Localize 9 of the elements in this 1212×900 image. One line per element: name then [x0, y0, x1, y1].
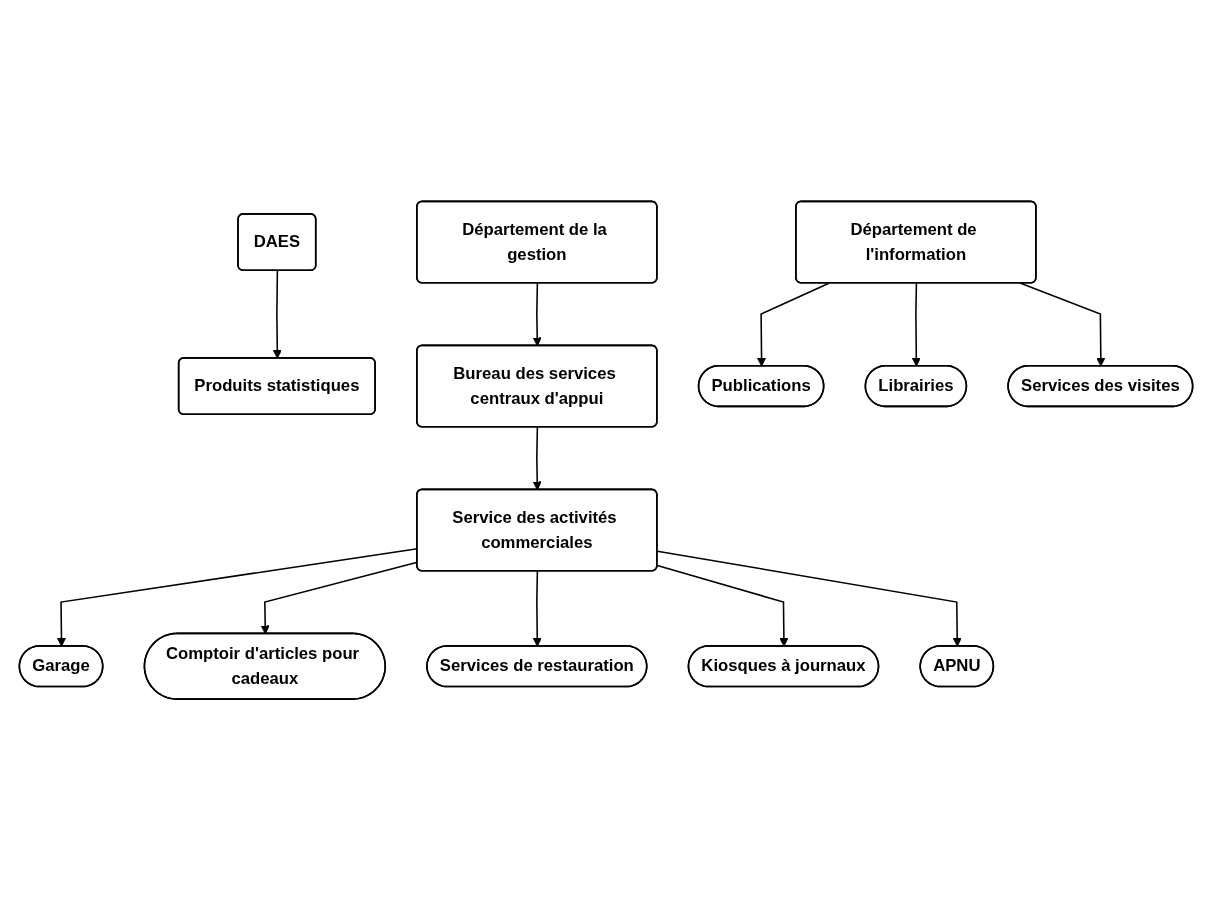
arrow: [532, 426, 542, 491]
arrow: [532, 570, 542, 647]
arrow: [911, 282, 921, 367]
arrow: [656, 550, 962, 647]
arrow: [756, 282, 830, 367]
arrow: [1019, 282, 1106, 367]
arrow: [272, 269, 282, 359]
arrow: [656, 564, 789, 647]
arrow: [532, 282, 542, 347]
